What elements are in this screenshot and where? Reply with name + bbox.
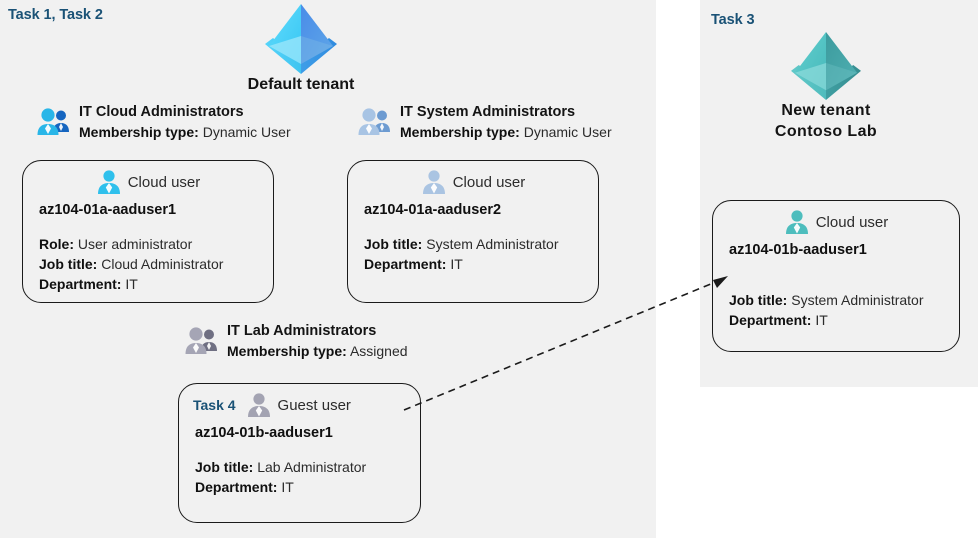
card-header: Task 4 Guest user (179, 384, 420, 418)
user-attr-job-title: Job title: System Administrator (729, 290, 959, 310)
cloud-user-icon (422, 170, 445, 194)
new-tenant-name-line2: Contoso Lab (774, 123, 878, 141)
user-attr-department: Department: IT (729, 310, 959, 330)
card-header: Cloud user (23, 161, 273, 195)
user-name: az104-01a-aaduser1 (39, 202, 177, 218)
new-tenant-block: New tenant Contoso Lab (726, 30, 926, 142)
task-label-3: Task 3 (711, 12, 755, 28)
user-attr-job-title: Job title: Lab Administrator (195, 457, 420, 477)
group-membership-value: Dynamic User (523, 123, 612, 140)
user-attr-job-title: Job title: System Administrator (364, 234, 598, 254)
group-membership-label: Membership type: (400, 123, 520, 140)
user-attributes: Job title: Lab Administrator Department:… (179, 457, 420, 497)
group-name: IT Cloud Administrators (79, 104, 244, 120)
attr-label: Job title: (195, 459, 254, 475)
attr-label: Job title: (729, 292, 788, 308)
user-attr-department: Department: IT (364, 254, 598, 274)
user-type-label: Cloud user (452, 173, 526, 191)
group-membership-type: Membership type: Dynamic User (79, 125, 291, 139)
attr-label: Department: (195, 479, 278, 496)
cloud-user-icon (97, 170, 120, 194)
group-it-lab-administrators: IT Lab Administrators Membership type: A… (184, 324, 408, 358)
user-attr-job-title: Job title: Cloud Administrator (39, 254, 273, 274)
default-tenant-panel (0, 0, 656, 538)
user-attr-department: Department: IT (195, 477, 420, 497)
attr-label: Department: (729, 312, 812, 329)
default-tenant-block: Default tenant (196, 2, 406, 95)
attr-label: Department: (39, 276, 122, 293)
attr-label: Job title: (39, 256, 98, 273)
user-attributes: Job title: System Administrator Departme… (348, 234, 598, 274)
group-name: IT Lab Administrators (227, 323, 377, 339)
user-card-guest-az104-01b-aaduser1: Task 4 Guest user az104-01b-aaduser1 Job… (178, 383, 421, 523)
task-label-4: Task 4 (193, 397, 236, 413)
user-attr-department: Department: IT (39, 274, 273, 294)
attr-label: Job title: (364, 236, 423, 252)
group-it-cloud-administrators: IT Cloud Administrators Membership type:… (36, 105, 291, 139)
attr-value: Cloud Administrator (101, 256, 224, 273)
group-membership-type: Membership type: Dynamic User (400, 125, 612, 139)
group-name: IT System Administrators (400, 104, 576, 120)
attr-value: System Administrator (791, 292, 924, 308)
user-type-label: Cloud user (815, 213, 889, 231)
attr-value: IT (281, 479, 294, 496)
guest-user-icon (247, 393, 270, 417)
user-attributes: Role: User administrator Job title: Clou… (23, 234, 273, 294)
user-attr-role: Role: User administrator (39, 234, 273, 254)
user-name: az104-01b-aaduser1 (729, 242, 867, 258)
attr-label: Department: (364, 256, 447, 273)
user-type-label: Guest user (277, 396, 351, 414)
group-membership-type: Membership type: Assigned (227, 344, 408, 358)
attr-value: System Administrator (426, 236, 559, 252)
user-card-cloud-az104-01b-aaduser1: Cloud user az104-01b-aaduser1 Job title:… (712, 200, 960, 352)
azure-ad-pyramid-icon (265, 4, 337, 74)
azure-ad-pyramid-teal-icon (791, 31, 861, 100)
user-name: az104-01b-aaduser1 (195, 425, 333, 441)
attr-value: IT (815, 312, 828, 329)
user-card-az104-01a-aaduser2: Cloud user az104-01a-aaduser2 Job title:… (347, 160, 599, 303)
user-card-az104-01a-aaduser1: Cloud user az104-01a-aaduser1 Role: User… (22, 160, 274, 303)
cloud-user-icon (785, 210, 808, 234)
group-membership-value: Assigned (349, 342, 408, 359)
default-tenant-name: Default tenant (247, 76, 355, 93)
attr-value: User administrator (77, 236, 193, 252)
card-header: Cloud user (348, 161, 598, 195)
attr-value: Lab Administrator (257, 459, 367, 475)
group-membership-label: Membership type: (227, 342, 347, 359)
group-membership-value: Dynamic User (202, 123, 291, 140)
user-name: az104-01a-aaduser2 (364, 202, 502, 218)
attr-value: IT (125, 276, 138, 293)
user-attributes: Job title: System Administrator Departme… (713, 290, 959, 330)
user-type-label: Cloud user (127, 173, 201, 191)
group-users-icon (185, 327, 217, 354)
card-header: Cloud user (713, 201, 959, 235)
new-tenant-name-line1: New tenant (781, 102, 871, 119)
group-membership-label: Membership type: (79, 123, 199, 140)
attr-label: Role: (39, 236, 74, 252)
group-users-icon (37, 108, 69, 135)
task-label-1-2: Task 1, Task 2 (8, 7, 103, 23)
attr-value: IT (450, 256, 463, 273)
group-it-system-administrators: IT System Administrators Membership type… (357, 105, 612, 139)
group-users-icon (358, 108, 390, 135)
